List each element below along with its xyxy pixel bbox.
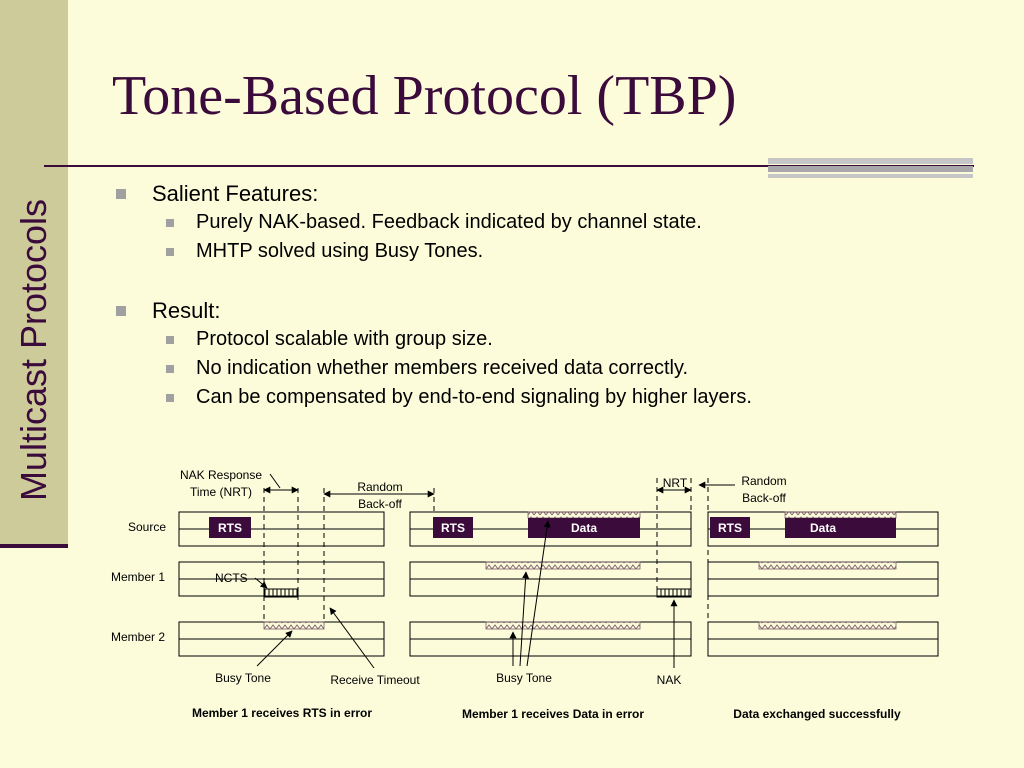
rts-block (209, 517, 251, 538)
receive-timeout-label: Receive Timeout (330, 673, 420, 687)
ncts-tone (263, 588, 299, 598)
busy-tone-bar (263, 621, 325, 630)
busy-tone-label: Busy Tone (496, 671, 552, 685)
backoff-label-line2: Back-off (358, 497, 402, 511)
rts-label: RTS (441, 521, 465, 535)
caption-panel-1: Member 1 receives RTS in error (192, 706, 372, 720)
sub-bullet: Purely NAK-based. Feedback indicated by … (116, 208, 996, 237)
sub-bullet: Protocol scalable with group size. (116, 325, 996, 354)
busy-tone-bar (485, 621, 641, 630)
data-label: Data (571, 521, 597, 535)
data-block (785, 518, 896, 538)
rts-block (433, 517, 473, 538)
rts-label: RTS (718, 521, 742, 535)
receive-timeout-arrow (329, 607, 375, 669)
caption-panel-3: Data exchanged successfully (733, 707, 901, 721)
row-label-source: Source (128, 520, 166, 534)
nrt-label-line2: Time (NRT) (190, 485, 252, 499)
ncts-label: NCTS (215, 571, 248, 585)
title-decoration (768, 158, 973, 178)
bullet-salient-features: Salient Features: (116, 180, 996, 208)
side-bar (0, 0, 68, 548)
rts-block (710, 517, 750, 538)
nrt-leader (269, 473, 281, 489)
busy-tone-bar (758, 561, 897, 570)
busy-tone-arrow (256, 630, 293, 667)
caption-panel-2: Member 1 receives Data in error (462, 707, 644, 721)
busy-tone-bar (784, 511, 897, 519)
busy-tone-bar (527, 511, 641, 519)
rts-label: RTS (218, 521, 242, 535)
title-rule (44, 165, 974, 167)
ncts-arrow (254, 577, 268, 589)
row-label-member-2: Member 2 (111, 630, 165, 644)
backoff-label-line1: Random (741, 474, 786, 488)
row-label-member-1: Member 1 (111, 570, 165, 584)
sub-bullet: Can be compensated by end-to-end signali… (116, 383, 996, 412)
nak-label: NAK (657, 673, 682, 687)
data-label: Data (810, 521, 836, 535)
nrt-label-line1: NAK Response (180, 468, 262, 482)
bullet-result: Result: (116, 297, 996, 325)
busy-tone-bar (485, 561, 641, 570)
busy-tone-arrow (519, 571, 530, 667)
nrt-short-label: NRT (663, 476, 688, 490)
busy-tone-label: Busy Tone (215, 671, 271, 685)
page-title: Tone-Based Protocol (TBP) (112, 65, 737, 127)
bullet-list: Salient Features: Purely NAK-based. Feed… (116, 180, 996, 412)
backoff-label-line2: Back-off (742, 491, 786, 505)
backoff-label-line1: Random (357, 480, 402, 494)
data-block (528, 518, 640, 538)
side-bar-accent (0, 544, 68, 548)
sub-bullet: No indication whether members received d… (116, 354, 996, 383)
nak-tone (656, 588, 692, 598)
busy-tone-bar (758, 621, 897, 630)
busy-tone-arrow (526, 520, 551, 667)
sub-bullet: MHTP solved using Busy Tones. (116, 237, 996, 266)
